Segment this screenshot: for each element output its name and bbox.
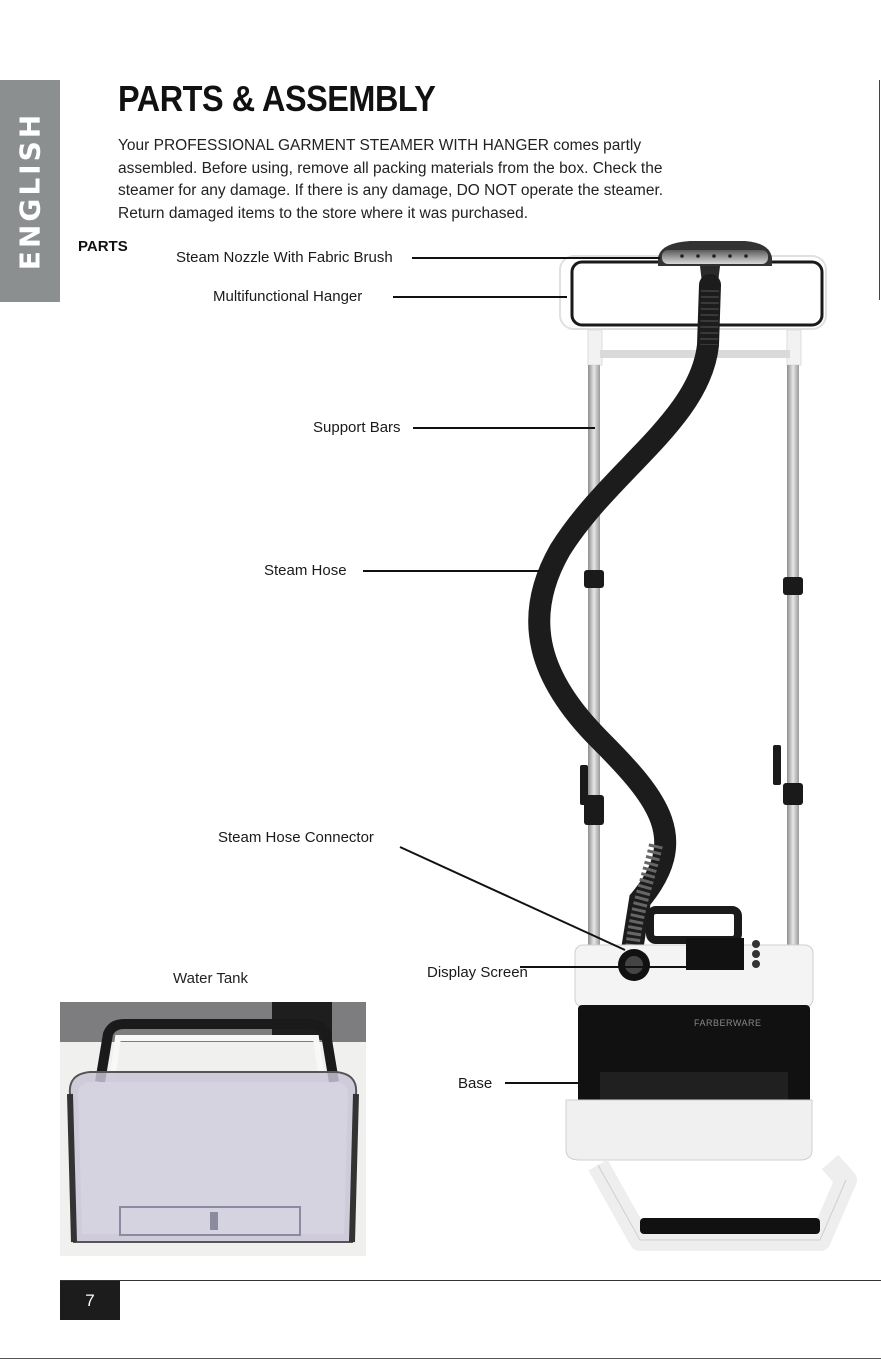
label-steam-hose: Steam Hose bbox=[264, 562, 347, 580]
label-hose-connector: Steam Hose Connector bbox=[218, 829, 374, 847]
footer-rule bbox=[60, 1280, 881, 1281]
base-unit bbox=[566, 910, 846, 1240]
label-display-screen: Display Screen bbox=[427, 964, 528, 982]
brand-mark: FARBERWARE bbox=[694, 1018, 762, 1028]
label-support-bars: Support Bars bbox=[313, 419, 401, 437]
bottom-rule bbox=[0, 1358, 881, 1359]
page-number: 7 bbox=[60, 1281, 120, 1320]
support-bars bbox=[580, 365, 803, 955]
label-steam-nozzle: Steam Nozzle With Fabric Brush bbox=[176, 249, 393, 267]
label-hanger: Multifunctional Hanger bbox=[213, 288, 362, 306]
steam-hose bbox=[539, 285, 710, 950]
water-tank-caption: Water Tank bbox=[173, 970, 248, 987]
hanger bbox=[560, 256, 826, 365]
label-base: Base bbox=[458, 1075, 492, 1093]
water-tank-photo bbox=[60, 1002, 366, 1256]
